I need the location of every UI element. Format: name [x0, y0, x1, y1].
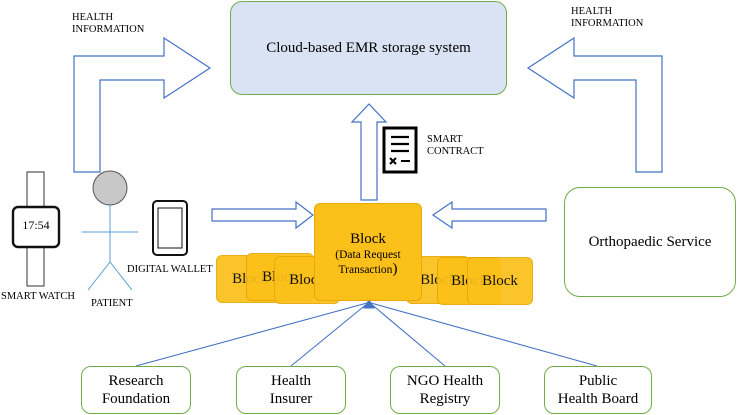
digital-wallet-icon [152, 200, 188, 256]
wallet-to-block-arrow [211, 200, 314, 230]
digital-wallet-label: DIGITAL WALLET [127, 264, 213, 275]
orthopaedic-service-box: Orthopaedic Service [564, 187, 736, 297]
patient-label: PATIENT [91, 298, 133, 309]
public-line1: Public [578, 373, 618, 389]
block-to-cloud-arrow [350, 103, 388, 201]
health-info-arrow-right [526, 36, 663, 173]
insurer-line2: Insurer [269, 391, 313, 407]
health-info-right-line2: INFORMATION [571, 18, 644, 29]
health-insurer-box: Health Insurer [236, 366, 346, 414]
main-block-subtitle-1: (Data Request [335, 249, 401, 261]
patient-icon [82, 170, 138, 291]
watch-time: 17:54 [22, 218, 50, 232]
main-block-paren: ) [392, 261, 398, 277]
health-info-label-right: HEALTH INFORMATION [571, 6, 643, 30]
research-line1: Research [108, 373, 164, 389]
research-line2: Foundation [101, 391, 171, 407]
public-line2: Health Board [557, 391, 639, 407]
smart-watch-icon [11, 171, 61, 287]
block-right-3: Block [467, 257, 533, 305]
cloud-emr-storage: Cloud-based EMR storage system [230, 1, 507, 95]
requester-connectors [135, 298, 598, 367]
main-block-data-request: Block (Data Request Transaction) [314, 203, 422, 301]
smart-watch-label: SMART WATCH [1, 291, 75, 302]
main-block-subtitle-2: Transaction [338, 264, 393, 276]
ngo-line1: NGO Health [406, 373, 484, 389]
contract-document-icon [382, 126, 418, 174]
ngo-line2: Registry [419, 391, 471, 407]
health-info-label-left: HEALTH INFORMATION [72, 12, 144, 36]
main-block-subtitle-2-row: Transaction) [339, 262, 398, 277]
smart-contract-line1: SMART [427, 134, 463, 145]
orthopaedic-service-label: Orthopaedic Service [588, 233, 712, 250]
public-health-board-box: Public Health Board [544, 366, 652, 414]
ngo-health-registry-box: NGO Health Registry [390, 366, 500, 414]
health-info-left-line2: INFORMATION [72, 24, 145, 35]
health-info-right-line1: HEALTH [571, 6, 613, 17]
insurer-line1: Health [271, 373, 311, 389]
health-info-arrow-left [73, 36, 212, 173]
smart-contract-line2: CONTRACT [427, 146, 484, 157]
block-right-3-label: Block [482, 272, 518, 289]
health-info-left-line1: HEALTH [72, 12, 114, 23]
research-foundation-box: Research Foundation [81, 366, 191, 414]
cloud-emr-label: Cloud-based EMR storage system [266, 39, 471, 56]
ortho-to-block-arrow [431, 200, 547, 230]
main-block-title: Block [350, 231, 386, 247]
smart-contract-label: SMART CONTRACT [427, 134, 484, 158]
